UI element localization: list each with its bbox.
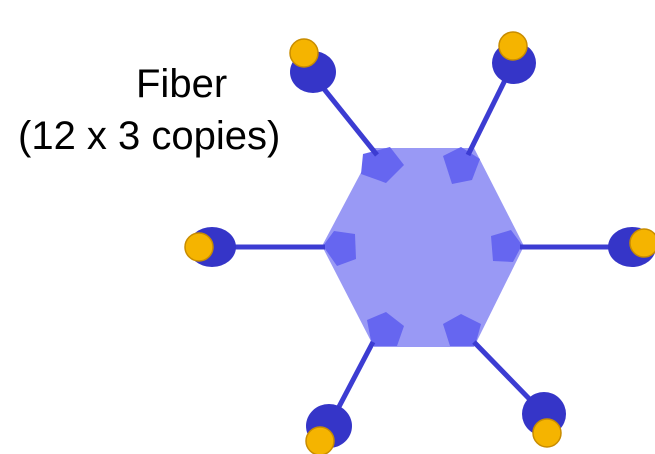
tip-right	[629, 228, 655, 258]
tip-left	[184, 232, 214, 262]
fiber-label: Fiber	[136, 62, 228, 106]
hexagon-site-bottom-right	[443, 314, 481, 346]
tip-bottom-left	[305, 426, 335, 454]
tip-top-left	[289, 38, 319, 68]
hexagon-site-left	[323, 231, 356, 266]
hexagon-site-top-left	[361, 147, 404, 183]
tip-bottom-right	[532, 418, 562, 448]
hexagon-site-bottom-left	[367, 312, 404, 346]
copies-label: (12 x 3 copies)	[18, 114, 281, 158]
hexagon-site-top-right	[443, 147, 480, 184]
hexagon-site-right	[491, 230, 522, 262]
tip-top-right	[498, 31, 528, 61]
central-hexagon	[322, 148, 524, 347]
